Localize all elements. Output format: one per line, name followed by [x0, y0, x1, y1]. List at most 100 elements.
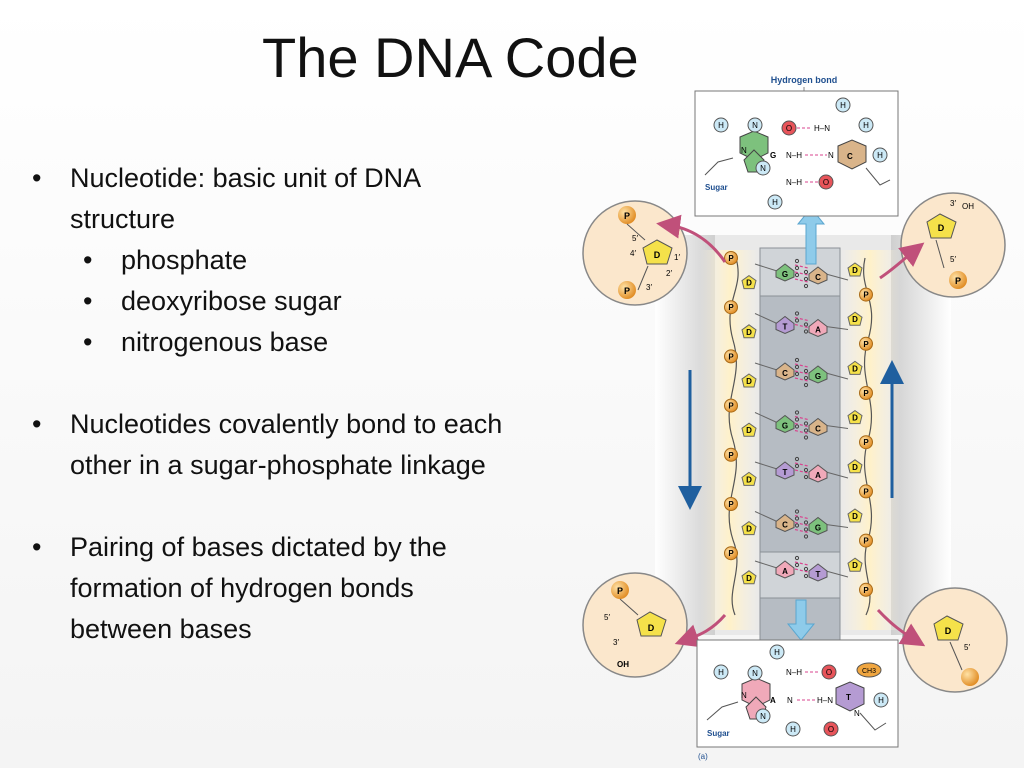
svg-text:D: D [945, 626, 952, 636]
base-left [775, 461, 795, 480]
phosphate-node [724, 251, 738, 265]
hydrogen-bond-line [794, 521, 809, 527]
strand-label: D [746, 328, 752, 337]
svg-text:H: H [878, 696, 884, 705]
svg-text:Sugar: Sugar [705, 183, 728, 192]
helix-backdrop [655, 235, 951, 641]
svg-text:H: H [840, 101, 846, 110]
phosphate-node [724, 398, 738, 413]
svg-text:5′: 5′ [964, 643, 970, 652]
phosphate-node [859, 386, 873, 400]
svg-text:5′: 5′ [604, 613, 610, 622]
svg-text:N: N [760, 712, 766, 721]
hydrogen-bond-line [794, 377, 809, 382]
svg-text:O: O [826, 668, 832, 677]
hydrogen-bond-line [794, 514, 809, 520]
figure-caption: (a) [698, 752, 708, 761]
deoxyribose-node [847, 409, 863, 425]
strand-label: P [863, 487, 869, 496]
bullet-text: formation of hydrogen bonds [70, 573, 414, 603]
svg-text:N: N [854, 709, 860, 718]
strand-label: D [746, 574, 752, 583]
strand-label: D [746, 426, 752, 435]
svg-text:N: N [752, 121, 758, 130]
deoxyribose-node [741, 373, 757, 388]
hydrogen-bond-line [794, 323, 809, 329]
svg-text:5′: 5′ [632, 234, 638, 243]
base-label: G [782, 270, 788, 279]
deoxyribose-node [741, 422, 757, 437]
phosphate-node [859, 435, 873, 450]
hydrogen-bond-line [794, 415, 809, 421]
svg-text:N: N [828, 151, 834, 160]
svg-text:D: D [938, 223, 945, 233]
bullet-text: structure [70, 204, 176, 234]
svg-text:C: C [847, 152, 853, 161]
base-right [808, 516, 828, 536]
phosphate-node [859, 336, 873, 351]
slide-title: The DNA Code [262, 26, 639, 89]
svg-text:OH: OH [617, 660, 629, 669]
deoxyribose-node [741, 570, 757, 585]
strand-label: P [863, 537, 869, 546]
phosphate-icon [618, 206, 636, 224]
svg-text:N–H: N–H [786, 151, 802, 160]
hydrogen-bond-detail-top: Hydrogen bond H N N G N O H–N H H C N H … [694, 75, 899, 217]
strand-label: D [746, 279, 752, 288]
deoxyribose-node [847, 459, 863, 474]
svg-text:N: N [760, 164, 766, 173]
zoom-arrow [674, 614, 727, 648]
svg-text:CH3: CH3 [862, 668, 876, 675]
zoom-circle-top-left: P D 5′ 4′ 1′ 2′ 3′ P [582, 200, 688, 306]
zoom-circle-top-right: D 3′ OH 5′ P [900, 192, 1006, 298]
base-left [775, 414, 795, 434]
phosphate-node [724, 546, 738, 561]
hydrogen-bond-line [794, 278, 809, 283]
hydrogen-bond-line [794, 422, 809, 428]
strand-label: D [852, 512, 858, 521]
deoxyribose-node [741, 471, 757, 486]
base-left [775, 513, 795, 533]
strand-label: P [728, 500, 734, 509]
strand-label: D [746, 525, 752, 534]
svg-text:5′: 5′ [950, 255, 956, 264]
hydrogen-bond-line [794, 561, 809, 566]
base-label: G [782, 422, 788, 431]
base-right [808, 417, 828, 437]
svg-text:H–N: H–N [814, 124, 830, 133]
svg-text:3′: 3′ [613, 638, 619, 647]
strand-label: D [852, 561, 858, 570]
base-left [775, 263, 795, 282]
strand-label: D [852, 364, 858, 373]
svg-text:N–H: N–H [786, 668, 802, 677]
phosphate-node [859, 287, 873, 302]
svg-text:O: O [823, 178, 829, 187]
deoxyribose-node [847, 557, 863, 572]
bullet-item: Nucleotide: basic unit of DNA structure [30, 158, 590, 240]
strand-label: P [728, 352, 734, 361]
detail-pointer-bottom [786, 599, 816, 641]
hydrogen-bond-line [794, 568, 809, 573]
svg-text:N: N [787, 696, 793, 705]
base-label: G [815, 524, 821, 533]
base-label: A [782, 567, 788, 576]
svg-text:O: O [786, 124, 792, 133]
svg-text:P: P [955, 276, 961, 286]
base-right [808, 563, 828, 582]
strand-label: P [863, 291, 869, 300]
deoxyribose-node [741, 324, 757, 339]
phosphate-node [724, 447, 738, 462]
bullet-list: Nucleotide: basic unit of DNA structure … [30, 158, 590, 650]
deoxyribose-node [847, 508, 863, 523]
svg-text:H: H [772, 198, 778, 207]
bullet-text: other in a sugar-phosphate linkage [70, 450, 486, 480]
hydrogen-bond-line [794, 264, 809, 269]
bullet-item: Pairing of bases dictated by the formati… [30, 527, 590, 650]
svg-text:H: H [863, 121, 869, 130]
